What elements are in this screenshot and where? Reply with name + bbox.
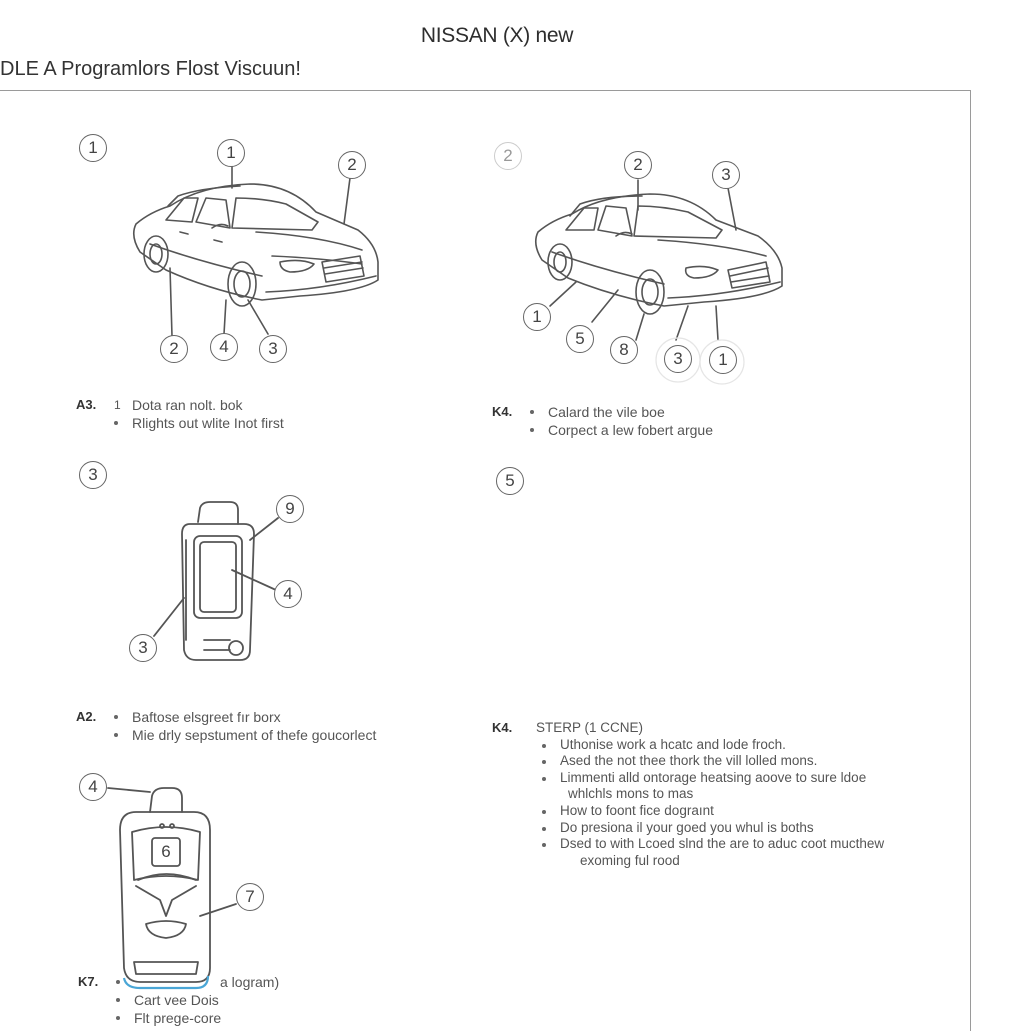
caption-label: K4.	[492, 404, 513, 419]
caption-line: Mie drly sepstument of thefe goucorlect	[113, 727, 377, 743]
page-title: NISSAN (X) new	[420, 24, 574, 47]
caption-k4-bottom: K4. STERP (1 CCNE) Uthonise work a hcatc…	[492, 720, 884, 869]
caption-label: A2.	[76, 709, 97, 724]
caption-label: A3.	[76, 397, 97, 412]
caption-a2: A2. Baftose elsgreet fır borx Mie drly s…	[76, 708, 376, 744]
caption-number: 1	[114, 398, 121, 412]
callout-8: 8	[610, 336, 638, 364]
callout-4: 4	[210, 333, 238, 361]
caption-line: How to foont fice dograınt	[541, 803, 884, 820]
callout-1: 1	[523, 303, 551, 331]
caption-line: Uthonise work a hcatc and lode froch.	[541, 737, 884, 754]
diagram-frame	[0, 90, 971, 1031]
callout-9: 9	[276, 495, 304, 523]
callout-1: 1	[217, 139, 245, 167]
caption-line: exoming ful rood	[580, 852, 680, 868]
caption-line: Ased the not thee thork the vill lolled …	[541, 753, 884, 770]
callout-2: 2	[338, 151, 366, 179]
panel-marker-1: 1	[79, 134, 107, 162]
callout-3: 3	[129, 634, 157, 662]
caption-label: K7.	[78, 974, 99, 989]
callout-2: 2	[160, 335, 188, 363]
caption-line: Corpect a lew fobert argue	[530, 422, 713, 438]
caption-a3: A3. 1 Dota ran nolt. bok Rlights out wli…	[76, 396, 284, 432]
caption-k4-top: K4. Calard the vile boe Corpect a lew fo…	[492, 403, 713, 439]
callout-5: 5	[566, 325, 594, 353]
caption-line: a logram)	[115, 973, 279, 991]
callout-3: 3	[664, 345, 692, 373]
caption-k7: K7. a logram) Cart vee Dois Flt prege-co…	[78, 973, 279, 1027]
caption-line: whlchls mons to mas	[568, 786, 694, 802]
callout-4: 4	[274, 580, 302, 608]
panel-marker-3: 3	[79, 461, 107, 489]
panel-marker-4: 4	[79, 773, 107, 801]
caption-line: Do presiona il your goed you whul is bot…	[541, 820, 884, 837]
callout-1: 1	[709, 346, 737, 374]
callout-6: 6	[161, 842, 171, 861]
page-subtitle: DLE A Programlors Flost Viscuun!	[0, 58, 301, 80]
callout-3: 3	[712, 161, 740, 189]
panel-marker-2: 2	[494, 142, 522, 170]
caption-line: Cart vee Dois	[115, 991, 279, 1009]
panel-marker-5: 5	[496, 467, 524, 495]
callout-2: 2	[624, 151, 652, 179]
caption-line: Baftose elsgreet fır borx	[113, 708, 376, 726]
caption-line: Dota ran nolt. bok	[132, 397, 243, 413]
caption-line: Dsed to with Lcoed slnd the are to aduc …	[541, 836, 885, 852]
callout-3: 3	[259, 335, 287, 363]
caption-line: Rlights out wlite Inot first	[114, 415, 284, 431]
caption-label: K4.	[492, 720, 513, 735]
callout-7: 7	[236, 883, 264, 911]
caption-heading: STERP (1 CCNE)	[536, 720, 644, 735]
caption-line: Calard the vile boe	[530, 403, 713, 421]
caption-line: Limmenti alld ontorage heatsing aoove to…	[541, 770, 884, 787]
caption-line: Flt prege-core	[115, 1009, 279, 1027]
